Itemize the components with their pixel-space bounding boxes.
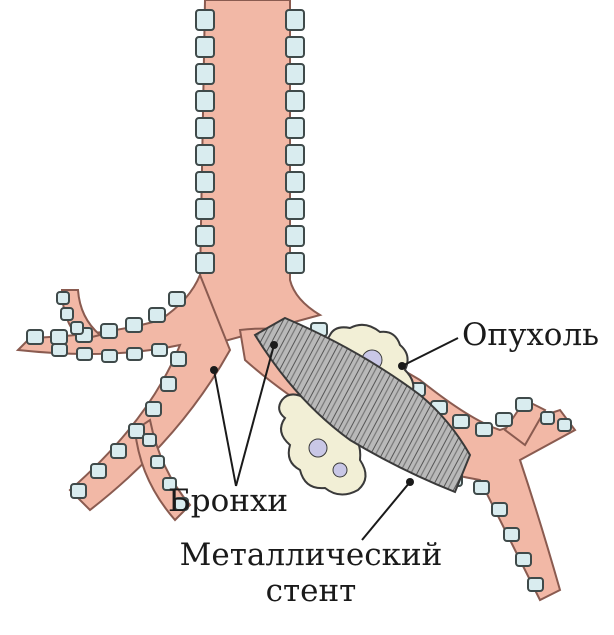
cartilage-segment xyxy=(504,528,519,541)
leader-dot-stent xyxy=(406,478,414,486)
cartilage-segment xyxy=(196,64,214,84)
cartilage-segment xyxy=(169,292,185,306)
cartilage-segment xyxy=(61,308,73,320)
cartilage-segment xyxy=(91,464,106,478)
leader-dot-bronchi-left xyxy=(210,366,218,374)
stent-label-line1: Металлический xyxy=(176,538,446,574)
cartilage-segment xyxy=(286,64,304,84)
cartilage-segment xyxy=(474,481,489,494)
tumor-nodule xyxy=(333,463,347,477)
cartilage-segment xyxy=(286,91,304,111)
cartilage-segment xyxy=(286,10,304,30)
cartilage-segment xyxy=(196,253,214,273)
leader-line-tumor xyxy=(402,338,458,366)
cartilage-segment xyxy=(196,10,214,30)
cartilage-segment xyxy=(196,91,214,111)
cartilage-segment xyxy=(286,37,304,57)
cartilage-segment xyxy=(71,484,86,498)
cartilage-segment xyxy=(286,172,304,192)
cartilage-segment xyxy=(196,37,214,57)
cartilage-segment xyxy=(71,322,83,334)
cartilage-segment xyxy=(27,330,43,344)
cartilage-segment xyxy=(496,413,512,426)
cartilage-segment xyxy=(541,412,554,424)
cartilage-segment xyxy=(149,308,165,322)
tumor-nodule xyxy=(309,439,327,457)
cartilage-segment xyxy=(286,145,304,165)
cartilage-segment xyxy=(143,434,156,446)
cartilage-segment xyxy=(196,226,214,246)
cartilage-segment xyxy=(558,419,571,431)
cartilage-segment xyxy=(51,330,67,344)
cartilage-segment xyxy=(196,199,214,219)
cartilage-segment xyxy=(196,118,214,138)
cartilage-segment xyxy=(528,578,543,591)
cartilage-segment xyxy=(127,348,142,360)
cartilage-segment xyxy=(161,377,176,391)
cartilage-segment xyxy=(129,424,144,438)
cartilage-segment xyxy=(102,350,117,362)
cartilage-segment xyxy=(57,292,69,304)
cartilage-segment xyxy=(453,415,469,428)
cartilage-segment xyxy=(77,348,92,360)
leader-line-bronchi-left xyxy=(214,370,236,486)
cartilage-segment xyxy=(516,398,532,411)
leader-dot-bronchi-right xyxy=(270,341,278,349)
stent-label-line2: стент xyxy=(176,574,446,610)
cartilage-segment xyxy=(146,402,161,416)
cartilage-segment xyxy=(151,456,164,468)
stent-label: Металлический стент xyxy=(176,538,446,609)
cartilage-segment xyxy=(126,318,142,332)
cartilage-segment xyxy=(196,145,214,165)
cartilage-segment xyxy=(516,553,531,566)
cartilage-segment xyxy=(52,344,67,356)
cartilage-segment xyxy=(286,118,304,138)
cartilage-segment xyxy=(196,172,214,192)
cartilage-segment xyxy=(171,352,186,366)
cartilage-segment xyxy=(492,503,507,516)
cartilage-segment xyxy=(286,199,304,219)
leader-line-stent xyxy=(362,482,410,540)
cartilage-segment xyxy=(152,344,167,356)
left-main-bronchus xyxy=(18,275,230,510)
cartilage-segment xyxy=(286,253,304,273)
cartilage-segment xyxy=(101,324,117,338)
leader-dot-tumor xyxy=(398,362,406,370)
cartilage-segment xyxy=(286,226,304,246)
cartilage-segment xyxy=(111,444,126,458)
cartilage-segment xyxy=(476,423,492,436)
bronchi-label: Бронхи xyxy=(168,484,288,520)
tumor-label: Опухоль xyxy=(462,318,599,354)
